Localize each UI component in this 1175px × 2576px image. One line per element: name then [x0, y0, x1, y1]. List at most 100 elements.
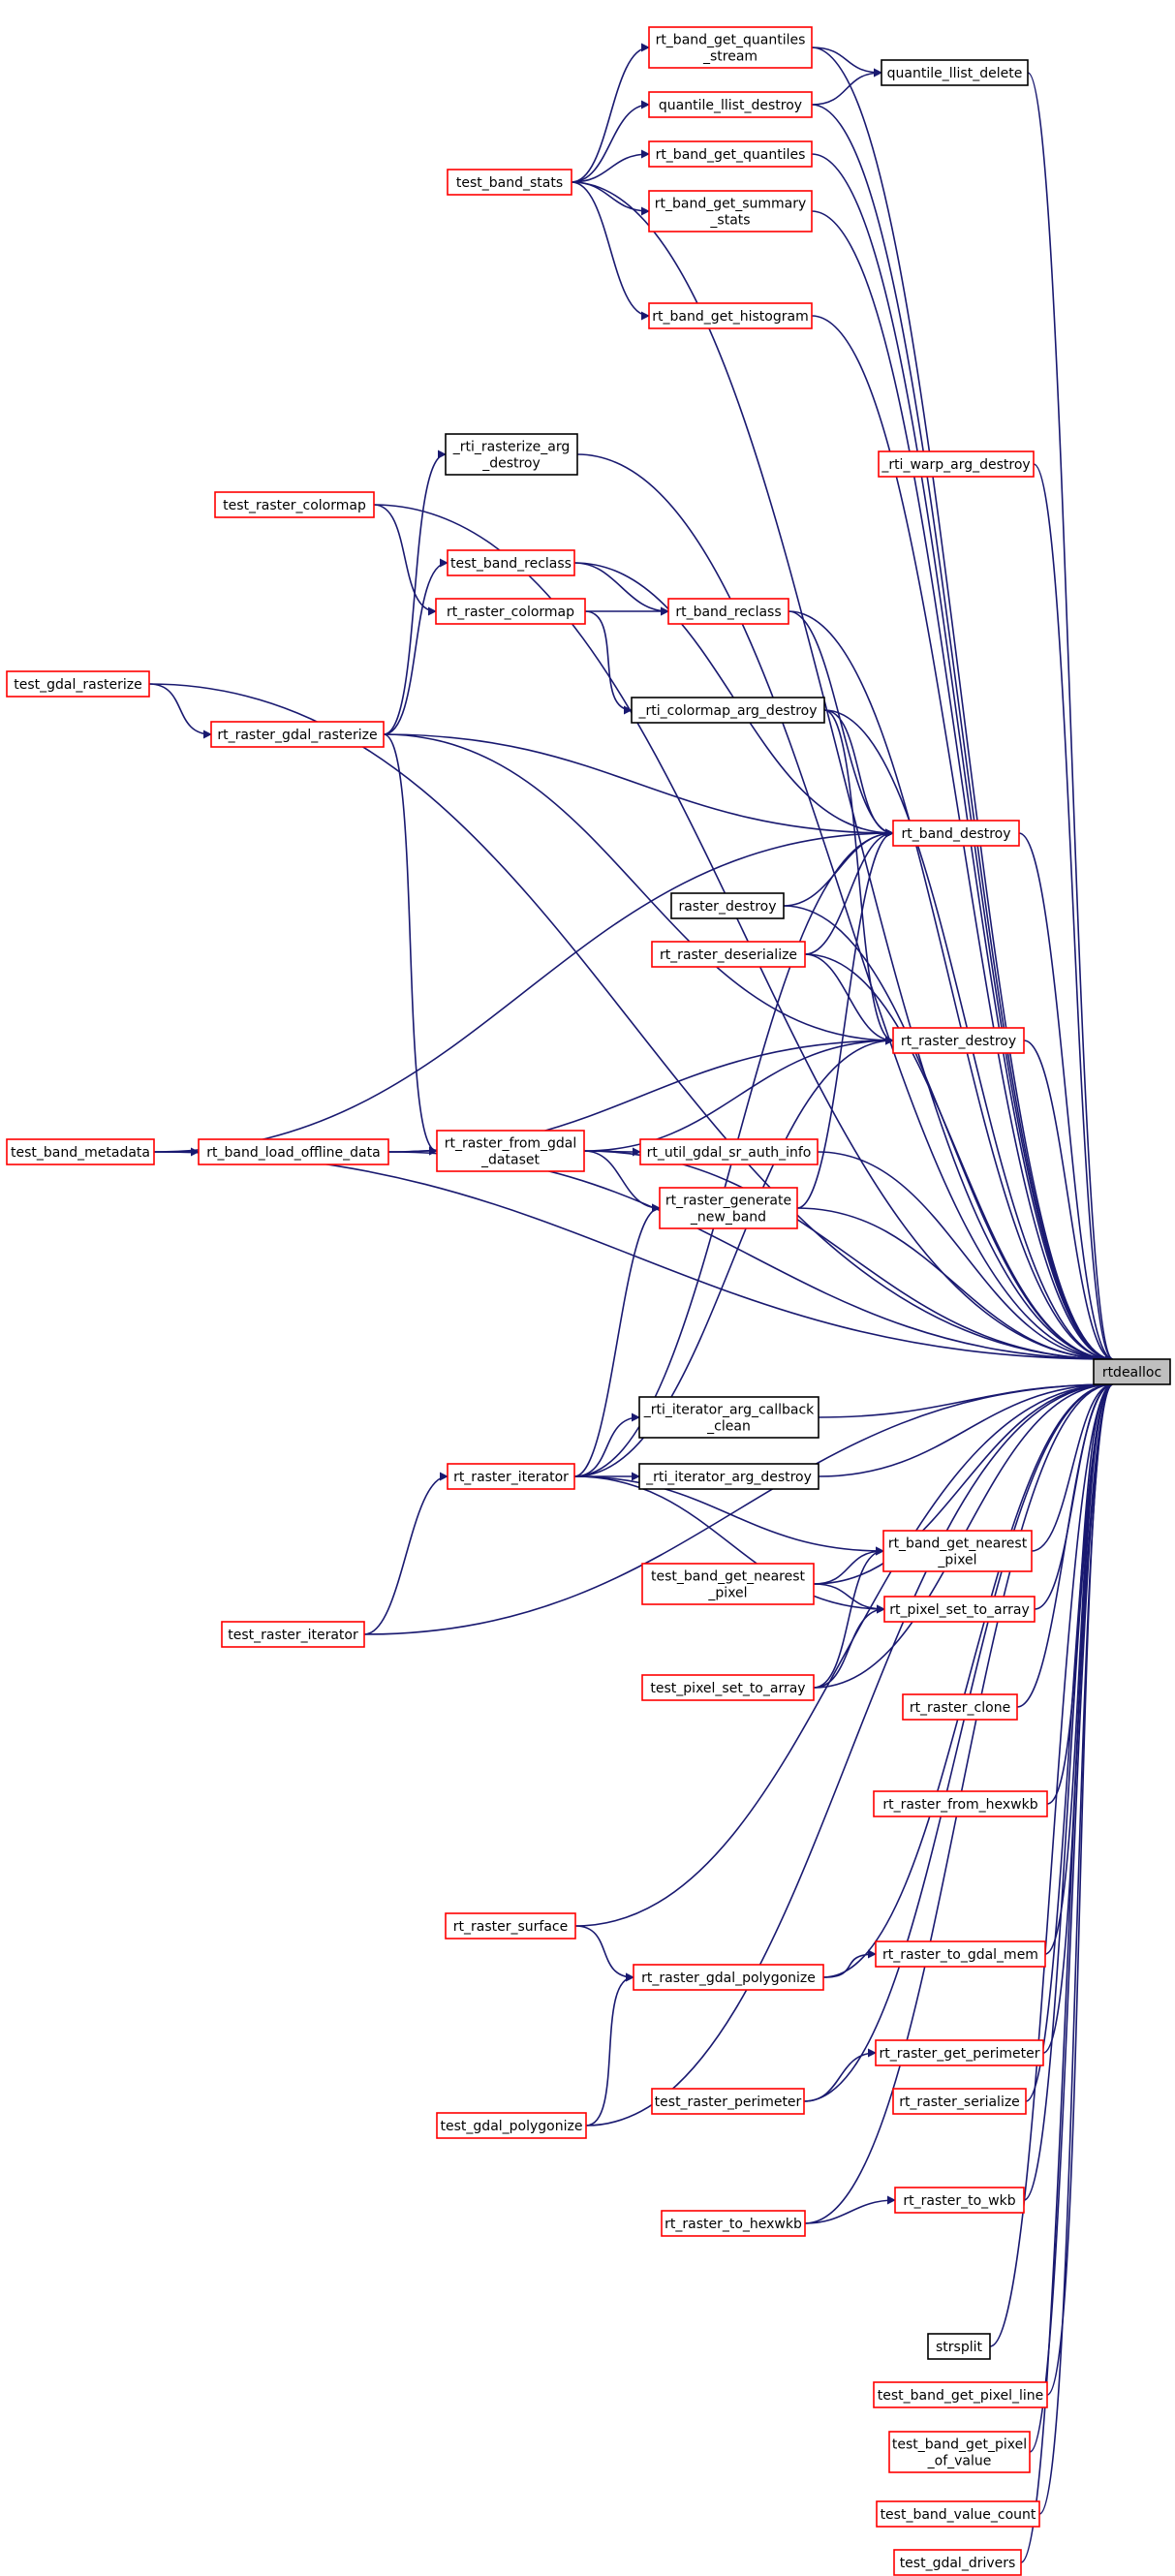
- node-rt-raster-generate-new-band[interactable]: rt_raster_generate_new_band: [659, 1187, 798, 1229]
- node-strsplit[interactable]: strsplit: [927, 2333, 991, 2360]
- node-raster-destroy[interactable]: raster_destroy: [670, 892, 785, 919]
- node-box: [876, 2500, 1040, 2528]
- node-rti-warp-arg-destroy[interactable]: _rti_warp_arg_destroy: [878, 450, 1035, 478]
- node-rt-band-get-quantiles[interactable]: rt_band_get_quantiles: [648, 140, 813, 168]
- node-rt-raster-gdal-rasterize[interactable]: rt_raster_gdal_rasterize: [210, 721, 385, 748]
- node-rt-raster-clone[interactable]: rt_raster_clone: [902, 1693, 1018, 1721]
- node-label: rt_raster_generate: [665, 1194, 791, 1209]
- node-box: [883, 1596, 1036, 1623]
- edge-rt-raster-iterator-to-rt-raster-generate-new-band: [573, 1203, 661, 1477]
- node-rt-raster-to-wkb[interactable]: rt_raster_to_wkb: [894, 2187, 1025, 2214]
- node-label: _stats: [709, 213, 750, 229]
- edge-test-gdal-polygonize-to-rt-raster-gdal-polygonize: [585, 1972, 634, 2126]
- node-box: [892, 820, 1020, 847]
- node-rt-raster-to-gdal-mem[interactable]: rt_raster_to_gdal_mem: [875, 1940, 1046, 1968]
- node-rt-band-destroy[interactable]: rt_band_destroy: [892, 820, 1020, 847]
- node-label: rt_raster_to_hexwkb: [665, 2217, 802, 2232]
- edge-rt-raster-iterator-to-rti-iterator-arg-callback-clean: [573, 1412, 640, 1477]
- node-box: [927, 2333, 991, 2360]
- edge-test-raster-iterator-to-rtdealloc: [363, 1380, 1114, 1635]
- node-label: rtdealloc: [1102, 1365, 1161, 1381]
- node-test-band-reclass[interactable]: test_band_reclass: [447, 549, 575, 576]
- node-label: test_gdal_rasterize: [14, 677, 141, 693]
- node-label: test_band_get_pixel: [892, 2437, 1027, 2453]
- node-label: test_raster_colormap: [223, 498, 366, 513]
- node-rti-rasterize-arg-destroy[interactable]: _rti_rasterize_arg_destroy: [445, 433, 578, 476]
- node-rt-raster-to-hexwkb[interactable]: rt_raster_to_hexwkb: [661, 2210, 806, 2237]
- node-label: _of_value: [927, 2454, 992, 2469]
- edge-test-raster-iterator-to-rt-raster-iterator: [363, 1472, 448, 1635]
- node-rt-raster-from-gdal-dataset[interactable]: rt_raster_from_gdal_dataset: [436, 1130, 585, 1172]
- node-test-gdal-polygonize[interactable]: test_gdal_polygonize: [436, 2112, 587, 2139]
- node-box: [648, 302, 813, 329]
- node-test-band-get-pixel-of-value[interactable]: test_band_get_pixel_of_value: [888, 2431, 1031, 2473]
- node-label: _rti_colormap_arg_destroy: [637, 703, 817, 719]
- node-box: [661, 2210, 806, 2237]
- node-quantile-llist-destroy[interactable]: quantile_llist_destroy: [648, 91, 813, 118]
- node-rt-raster-get-perimeter[interactable]: rt_raster_get_perimeter: [875, 2039, 1044, 2066]
- node-test-raster-colormap[interactable]: test_raster_colormap: [214, 491, 375, 518]
- node-label: raster_destroy: [678, 899, 776, 915]
- node-label: rt_band_get_quantiles: [656, 33, 806, 48]
- node-box: [633, 1964, 824, 1991]
- node-test-pixel-set-to-array[interactable]: test_pixel_set_to_array: [641, 1674, 815, 1701]
- node-rt-band-load-offline-data[interactable]: rt_band_load_offline_data: [198, 1138, 389, 1165]
- node-box: [1093, 1358, 1171, 1385]
- node-test-band-value-count[interactable]: test_band_value_count: [876, 2500, 1040, 2528]
- node-box: [631, 697, 825, 724]
- edge-test-band-stats-to-rtdealloc: [571, 181, 1114, 1364]
- node-box: [639, 1138, 819, 1165]
- node-rt-band-get-nearest-pixel[interactable]: rt_band_get_nearest_pixel: [882, 1530, 1033, 1572]
- node-label: rt_raster_get_perimeter: [880, 2046, 1040, 2062]
- node-test-raster-iterator[interactable]: test_raster_iterator: [221, 1621, 365, 1648]
- node-rt-raster-deserialize[interactable]: rt_raster_deserialize: [651, 941, 806, 968]
- edge-rt-raster-iterator-to-rt-pixel-set-to-array: [573, 1475, 885, 1614]
- node-rt-band-get-quantiles-stream[interactable]: rt_band_get_quantiles_stream: [648, 26, 813, 69]
- node-rti-iterator-arg-destroy[interactable]: _rti_iterator_arg_destroy: [638, 1463, 819, 1490]
- node-label: rt_raster_destroy: [901, 1034, 1016, 1049]
- node-rt-band-get-histogram[interactable]: rt_band_get_histogram: [648, 302, 813, 329]
- node-rti-iterator-arg-callback-clean[interactable]: _rti_iterator_arg_callback_clean: [638, 1396, 819, 1439]
- node-rt-pixel-set-to-array[interactable]: rt_pixel_set_to_array: [883, 1596, 1036, 1623]
- node-rt-raster-colormap[interactable]: rt_raster_colormap: [435, 598, 586, 625]
- node-box: [667, 598, 789, 625]
- node-label: test_band_reclass: [450, 556, 572, 572]
- node-test-gdal-rasterize[interactable]: test_gdal_rasterize: [6, 670, 150, 698]
- function-nodes: rtdealloc rt_band_get_quantiles_streamqua…: [6, 26, 1171, 2576]
- node-rtdealloc[interactable]: rtdealloc: [1093, 1358, 1171, 1385]
- node-box: [878, 450, 1035, 478]
- node-rt-band-reclass[interactable]: rt_band_reclass: [667, 598, 789, 625]
- node-box: [447, 169, 572, 196]
- node-box: [447, 549, 575, 576]
- node-box: [221, 1621, 365, 1648]
- node-rti-colormap-arg-destroy[interactable]: _rti_colormap_arg_destroy: [631, 697, 825, 724]
- node-rt-raster-iterator[interactable]: rt_raster_iterator: [447, 1463, 575, 1490]
- edge-rt-raster-gdal-polygonize-to-rtdealloc: [822, 1380, 1114, 1978]
- edge-test-band-get-nearest-pixel-to-rt-pixel-set-to-array: [813, 1583, 885, 1614]
- node-rt-raster-serialize[interactable]: rt_raster_serialize: [892, 2088, 1027, 2115]
- edge-rt-band-get-quantiles-stream-to-quantile-llist-delete: [811, 47, 882, 78]
- node-rt-raster-destroy[interactable]: rt_raster_destroy: [892, 1027, 1025, 1054]
- edge-rt-raster-gdal-rasterize-to-test-band-reclass: [383, 558, 448, 735]
- node-test-raster-perimeter[interactable]: test_raster_perimeter: [651, 2088, 805, 2115]
- node-test-band-stats[interactable]: test_band_stats: [447, 169, 572, 196]
- edge-test-band-stats-to-rt-band-get-quantiles-stream: [571, 43, 650, 183]
- node-test-band-get-nearest-pixel[interactable]: test_band_get_nearest_pixel: [641, 1563, 815, 1605]
- node-rt-raster-gdal-polygonize[interactable]: rt_raster_gdal_polygonize: [633, 1964, 824, 1991]
- node-label: test_band_stats: [456, 175, 563, 191]
- node-rt-raster-surface[interactable]: rt_raster_surface: [445, 1912, 576, 1940]
- edge-rt-band-get-nearest-pixel-to-rtdealloc: [1031, 1380, 1114, 1552]
- node-rt-band-get-summary-stats[interactable]: rt_band_get_summary_stats: [648, 190, 813, 233]
- edge-rti-rasterize-arg-destroy-to-rtdealloc: [576, 453, 1114, 1364]
- node-test-band-metadata[interactable]: test_band_metadata: [6, 1138, 155, 1165]
- edge-test-pixel-set-to-array-to-rt-band-get-nearest-pixel: [813, 1546, 884, 1689]
- node-rt-util-gdal-sr-auth-info[interactable]: rt_util_gdal_sr_auth_info: [639, 1138, 819, 1165]
- edge-rt-raster-to-wkb-to-rtdealloc: [1023, 1380, 1114, 2201]
- node-test-band-get-pixel-line[interactable]: test_band_get_pixel_line: [873, 2381, 1048, 2408]
- node-test-gdal-drivers[interactable]: test_gdal_drivers: [893, 2549, 1022, 2576]
- node-rt-raster-from-hexwkb[interactable]: rt_raster_from_hexwkb: [873, 1790, 1048, 1817]
- node-box: [881, 59, 1029, 86]
- edge-test-band-get-pixel-of-value-to-rtdealloc: [1029, 1380, 1114, 2453]
- node-quantile-llist-delete[interactable]: quantile_llist_delete: [881, 59, 1029, 86]
